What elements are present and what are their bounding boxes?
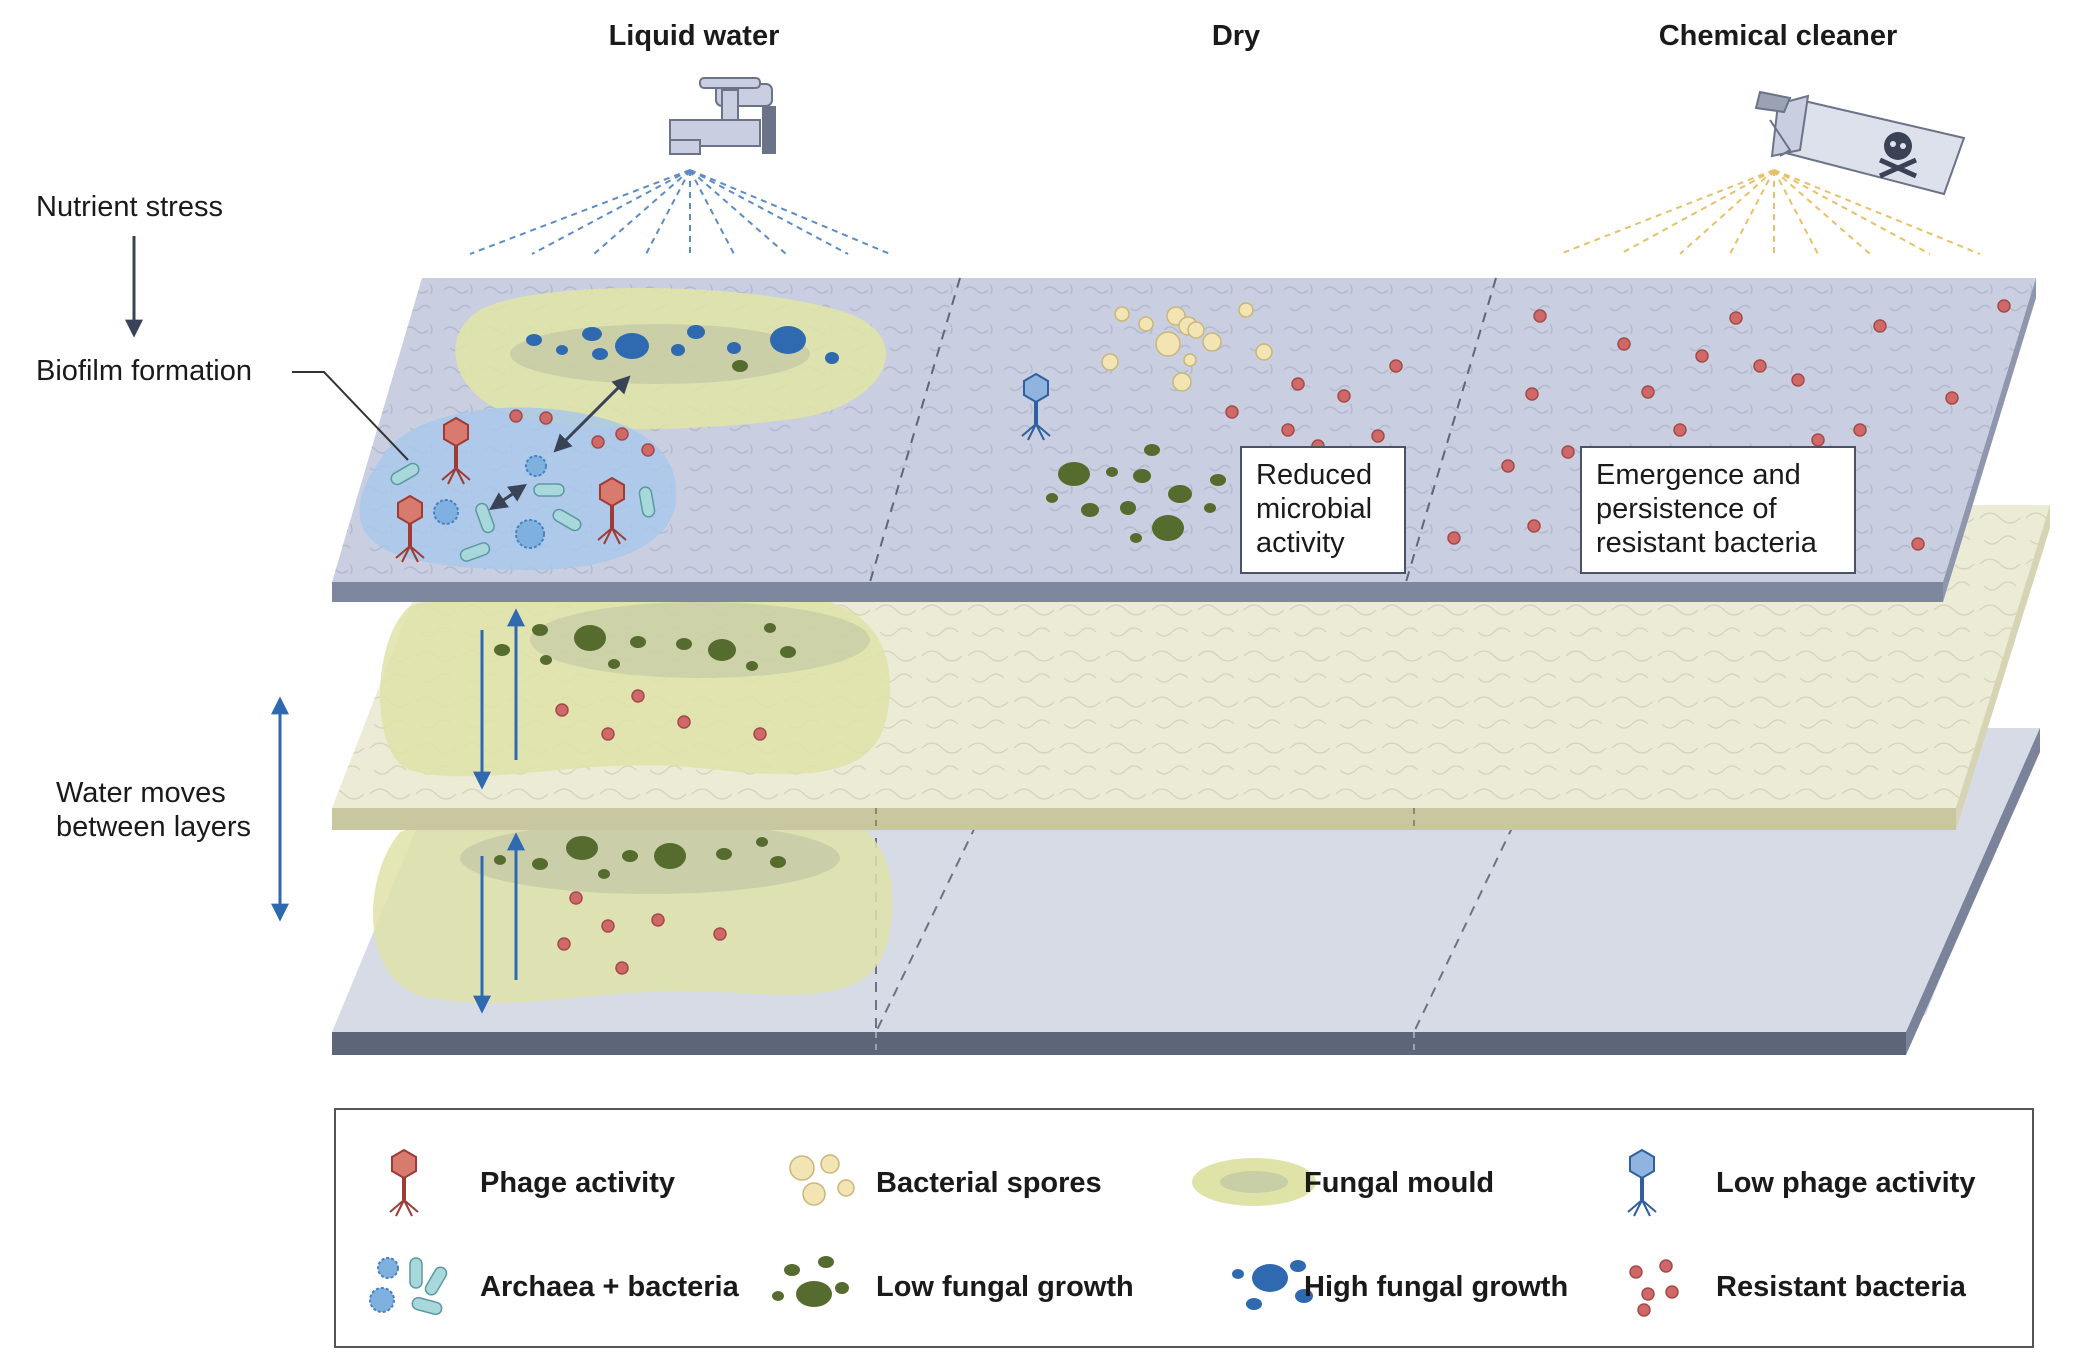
interaction-arrow (489, 483, 527, 511)
high-fungal-growth-icon (1232, 1260, 1313, 1310)
callout-dry-line2: microbial (1256, 493, 1373, 525)
legend-resistant-bacteria: Resistant bacteria (1716, 1271, 1966, 1303)
chemical-spray (1559, 169, 1981, 255)
legend-high-fungal-growth: High fungal growth (1304, 1271, 1569, 1303)
low-fungal-growth-bottom (494, 836, 786, 879)
legend-phage-activity: Phage activity (480, 1167, 676, 1199)
callout-dry-line3: activity (1256, 527, 1345, 559)
archaea-bacteria-cluster (390, 455, 656, 562)
legend-archaea-bacteria: Archaea + bacteria (480, 1271, 739, 1303)
legend-bacterial-spores: Bacterial spores (876, 1167, 1102, 1199)
resistant-bacteria-chemical (1447, 299, 2011, 551)
label-biofilm-formation: Biofilm formation (36, 355, 252, 387)
header-chemical-cleaner: Chemical cleaner (1658, 20, 1898, 52)
legend-fungal-mould: Fungal mould (1304, 1167, 1495, 1199)
callout-chem-line3: resistant bacteria (1596, 527, 1817, 559)
label-water-moves-2: between layers (56, 811, 252, 843)
low-fungal-growth-dry (1046, 444, 1226, 543)
biofilm-pointer-line (292, 371, 409, 461)
high-fungal-growth-cluster (526, 325, 839, 372)
phage-icon (1626, 1148, 1658, 1218)
label-nutrient-stress: Nutrient stress (36, 191, 223, 223)
low-fungal-growth-icon (772, 1256, 849, 1307)
callout-chem-line1: Emergence and (1596, 459, 1801, 491)
fungal-mould-icon (1192, 1158, 1316, 1206)
spray-bottle-icon (1754, 90, 1966, 196)
bottom-mould-inner (460, 822, 840, 894)
top-mould-inner (510, 324, 810, 384)
tap-icon (669, 77, 776, 155)
phage-icon (388, 1148, 420, 1218)
callout-reduced-activity: Reduced microbial activity (1240, 446, 1406, 574)
bacterial-spores-dry (1101, 302, 1273, 392)
archaea-bacteria-icon (369, 1257, 448, 1316)
low-fungal-growth-middle (494, 623, 796, 671)
callout-chem-line2: persistence of (1596, 493, 1777, 525)
interaction-arrow (553, 375, 631, 453)
bacterial-spores-icon (789, 1154, 855, 1206)
resistant-bacteria-icon (1629, 1259, 1679, 1317)
legend-low-fungal-growth: Low fungal growth (876, 1271, 1134, 1303)
legend-low-phage-activity: Low phage activity (1716, 1167, 1976, 1199)
resistant-bacteria-bottom (557, 891, 727, 975)
header-liquid-water: Liquid water (608, 20, 780, 52)
legend-box: Phage activity Bacterial spores Fungal m… (334, 1108, 2034, 1348)
label-water-moves-1: Water moves (56, 777, 226, 809)
callout-resistant-bacteria: Emergence and persistence of resistant b… (1580, 446, 1856, 574)
middle-mould-inner (530, 602, 870, 678)
header-dry: Dry (1211, 20, 1261, 52)
callout-dry-line1: Reduced (1256, 459, 1373, 491)
legend-icons (369, 1148, 1679, 1317)
water-spray (469, 169, 891, 255)
resistant-bacteria-middle (555, 689, 767, 741)
